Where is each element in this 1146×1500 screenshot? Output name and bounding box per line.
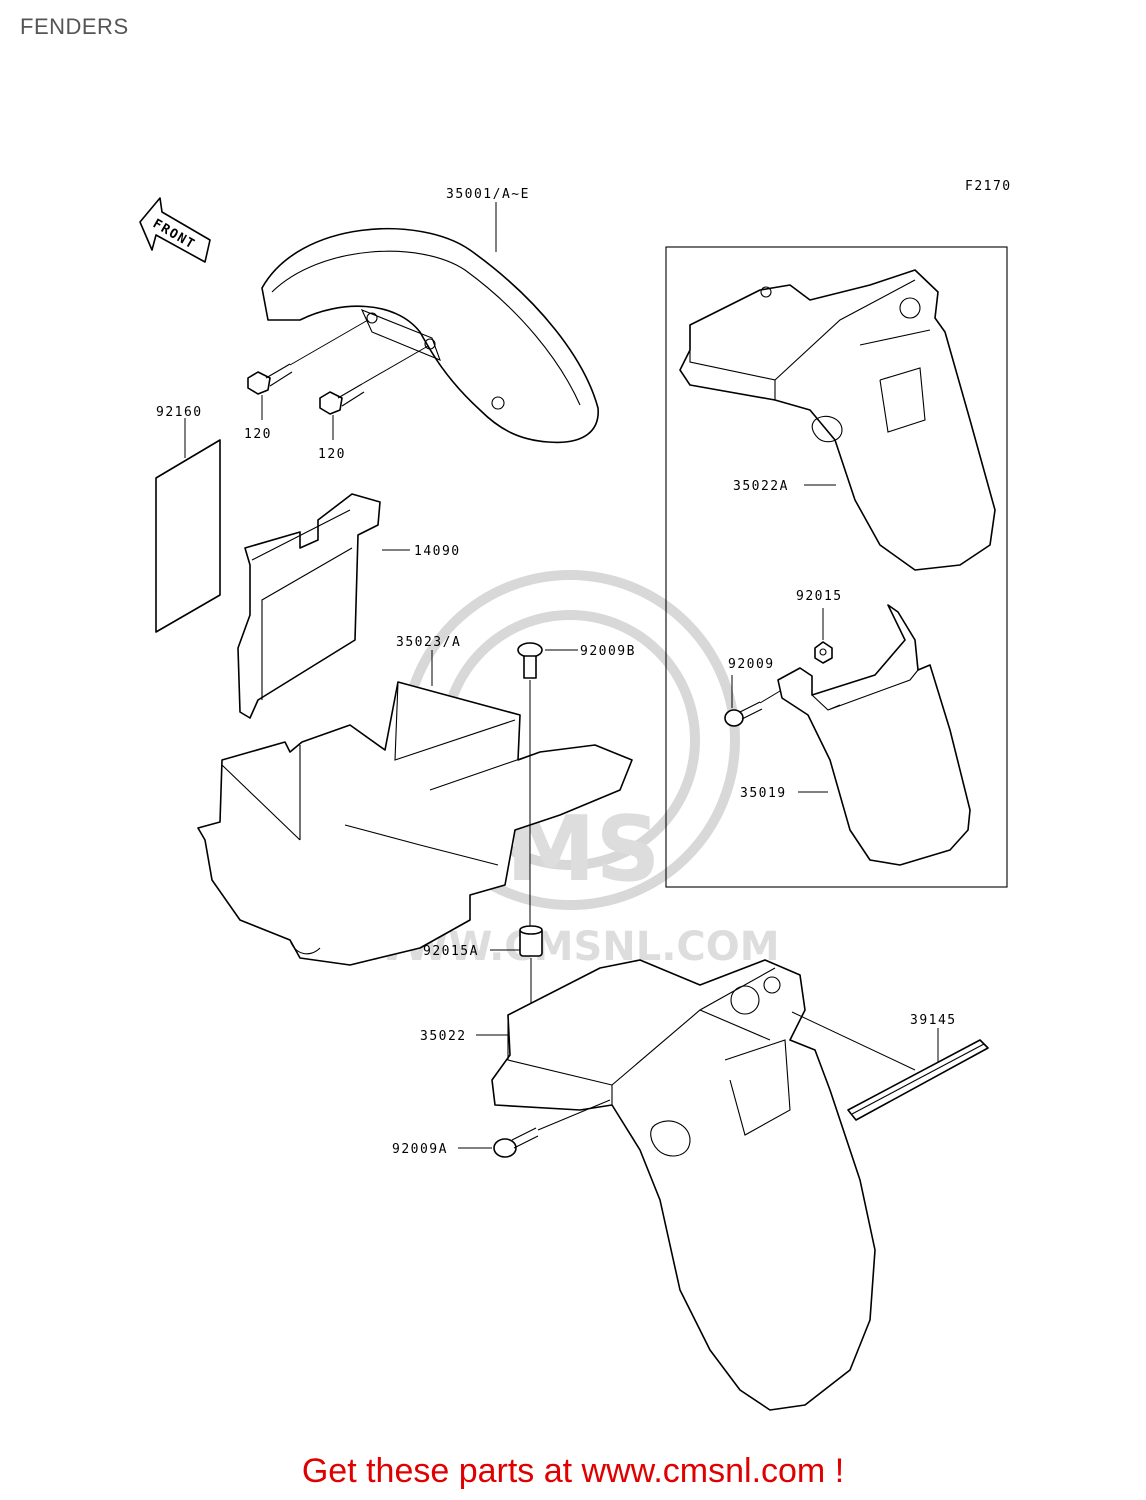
label-inset-bolt: 92009 [728,657,775,672]
inner-fender-35023 [197,681,633,966]
rear-fender-35022 [491,959,876,1411]
label-inset-rear-fender: 35022A [733,479,789,494]
inset-frame [665,246,1008,888]
bolt-92009a [493,1127,539,1158]
bolt-120-a [247,363,293,395]
label-inset-nut: 92015 [796,589,843,604]
inset-bolt-92009 [724,701,763,727]
label-pad: 92160 [156,405,203,420]
pad-92160 [155,439,221,633]
inset-rear-fender-35022a [679,269,996,571]
bolt-92009b [517,642,543,679]
label-rear-fender: 35022 [420,1029,467,1044]
label-inner-fender: 35023/A [396,635,461,650]
front-arrow-icon: FRONT [139,197,211,263]
page-title: FENDERS [20,14,129,39]
inset-nut-92015 [814,641,833,664]
label-bolt-120-b: 120 [318,447,346,462]
label-bolt-92009b: 92009B [580,644,636,659]
label-grommet: 92015A [423,944,479,959]
label-tray: 14090 [414,544,461,559]
figure-code: F2170 [965,179,1012,194]
footer-link[interactable]: Get these parts at www.cmsnl.com ! [301,1452,845,1490]
inset-flap-35019 [777,604,971,866]
label-bolt-92009a: 92009A [392,1142,448,1157]
tray-14090 [237,493,381,719]
front-fender [261,227,599,444]
label-front-fender: 35001/A~E [446,187,530,202]
label-bolt-120-a: 120 [244,427,272,442]
grommet-92015a [519,925,543,957]
label-inset-flap: 35019 [740,786,787,801]
label-trim: 39145 [910,1013,957,1028]
trim-39145 [847,1039,989,1121]
bolt-120-b [319,383,365,415]
